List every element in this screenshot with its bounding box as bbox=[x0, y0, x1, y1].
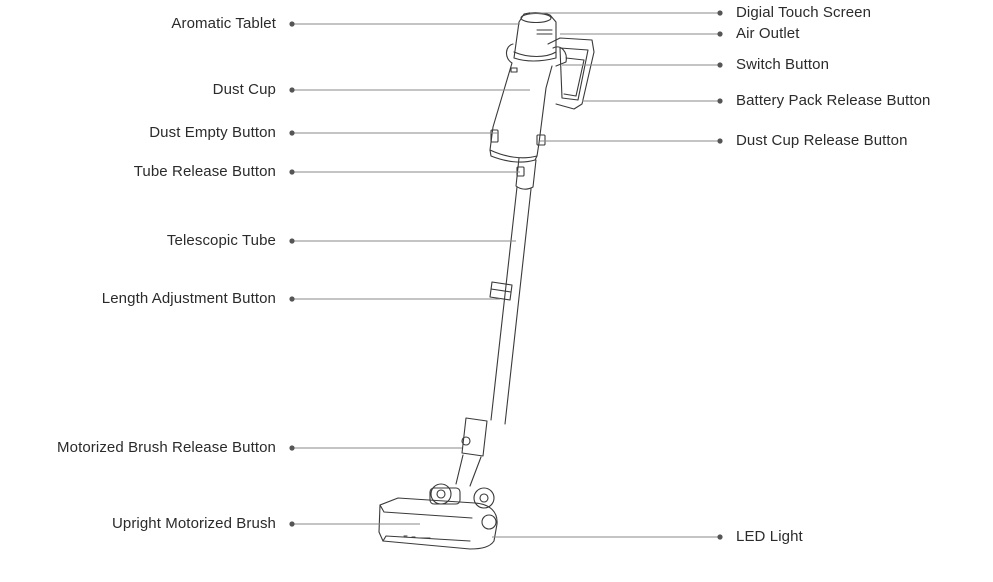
label-led-light: LED Light bbox=[736, 528, 803, 545]
label-switch-button: Switch Button bbox=[736, 56, 830, 73]
telescopic-tube bbox=[490, 186, 518, 421]
label-dust-cup: Dust Cup bbox=[212, 81, 276, 98]
lower-tube bbox=[461, 417, 488, 457]
battery-pack bbox=[559, 47, 589, 101]
brush-wheel-left bbox=[430, 483, 452, 505]
label-telescopic-tube-dot bbox=[289, 238, 295, 244]
led-light-lens bbox=[481, 514, 497, 530]
label-tube-release-button: Tube Release Button bbox=[133, 163, 276, 180]
label-air-outlet-dot bbox=[717, 31, 723, 37]
label-led-light-dot bbox=[717, 534, 723, 540]
motorized-brush bbox=[378, 497, 498, 550]
label-dust-cup-dot bbox=[289, 87, 295, 93]
label-length-adjustment-button-dot bbox=[289, 296, 295, 302]
label-telescopic-tube: Telescopic Tube bbox=[166, 232, 276, 249]
label-dust-empty-button: Dust Empty Button bbox=[149, 124, 276, 141]
label-air-outlet: Air Outlet bbox=[736, 25, 800, 42]
label-battery-pack-release-button: Battery Pack Release Button bbox=[736, 92, 931, 109]
label-switch-button-dot bbox=[717, 62, 723, 68]
label-upright-motorized-brush-dot bbox=[289, 521, 295, 527]
label-digial-touch-screen-dot bbox=[717, 10, 723, 16]
length-collar bbox=[489, 281, 513, 301]
tube-connector bbox=[515, 157, 537, 190]
label-dust-cup-release-button: Dust Cup Release Button bbox=[736, 132, 908, 149]
label-length-adjustment-button: Length Adjustment Button bbox=[101, 290, 276, 307]
callout-lines bbox=[289, 10, 723, 540]
vacuum-handle bbox=[547, 37, 595, 110]
label-dust-empty-button-dot bbox=[289, 130, 295, 136]
label-aromatic-tablet-dot bbox=[289, 21, 295, 27]
label-motorized-brush-release-button: Motorized Brush Release Button bbox=[57, 439, 276, 456]
brush-wheel-right bbox=[473, 487, 495, 509]
label-upright-motorized-brush: Upright Motorized Brush bbox=[111, 515, 276, 532]
label-tube-release-button-dot bbox=[289, 169, 295, 175]
label-aromatic-tablet: Aromatic Tablet bbox=[171, 15, 276, 32]
label-digial-touch-screen: Digial Touch Screen bbox=[736, 4, 872, 21]
label-motorized-brush-release-button-dot bbox=[289, 445, 295, 451]
label-dust-cup-release-button-dot bbox=[717, 138, 723, 144]
label-battery-pack-release-button-dot bbox=[717, 98, 723, 104]
